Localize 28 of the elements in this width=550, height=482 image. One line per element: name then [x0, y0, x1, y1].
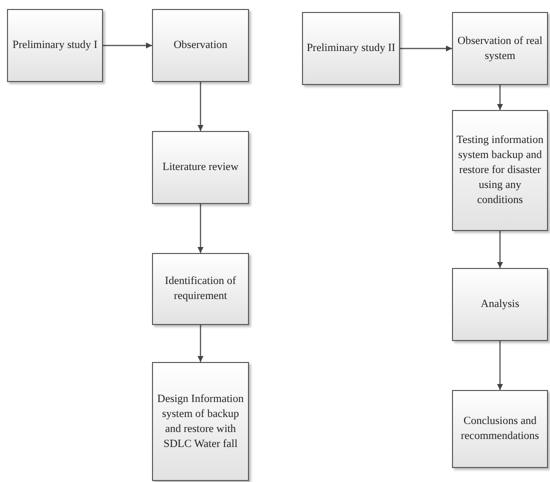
step-text: Literature review: [162, 160, 239, 175]
arrow: [400, 46, 452, 52]
arrow: [497, 85, 503, 110]
step-text: Preliminary study II: [306, 41, 396, 56]
step-text: Identification of requirement: [164, 274, 238, 304]
step-text: Conclusions and recommendations: [460, 414, 540, 444]
process-box: [152, 362, 249, 481]
step-text: Design Information system of backup and restore with SDLC Water fall: [156, 392, 245, 452]
step-text: Observation of real system: [456, 34, 544, 64]
process-box: [152, 9, 249, 82]
process-box: [452, 12, 548, 85]
process-box: [152, 253, 249, 325]
process-box: [452, 390, 548, 468]
arrow: [198, 204, 204, 253]
process-box: [452, 110, 548, 231]
step-text: Testing information system backup and restore for disaster using any conditions: [456, 133, 544, 208]
arrow: [497, 341, 503, 390]
arrow: [497, 231, 503, 268]
step-text: Observation: [174, 38, 228, 53]
process-box: [7, 9, 103, 82]
arrow: [198, 325, 204, 362]
arrow: [103, 42, 152, 48]
process-box: [152, 131, 249, 204]
arrow: [198, 82, 204, 131]
process-box: [452, 268, 548, 341]
step-text: Preliminary study I: [12, 38, 98, 53]
process-box: [302, 12, 400, 85]
step-text: Analysis: [480, 297, 520, 312]
